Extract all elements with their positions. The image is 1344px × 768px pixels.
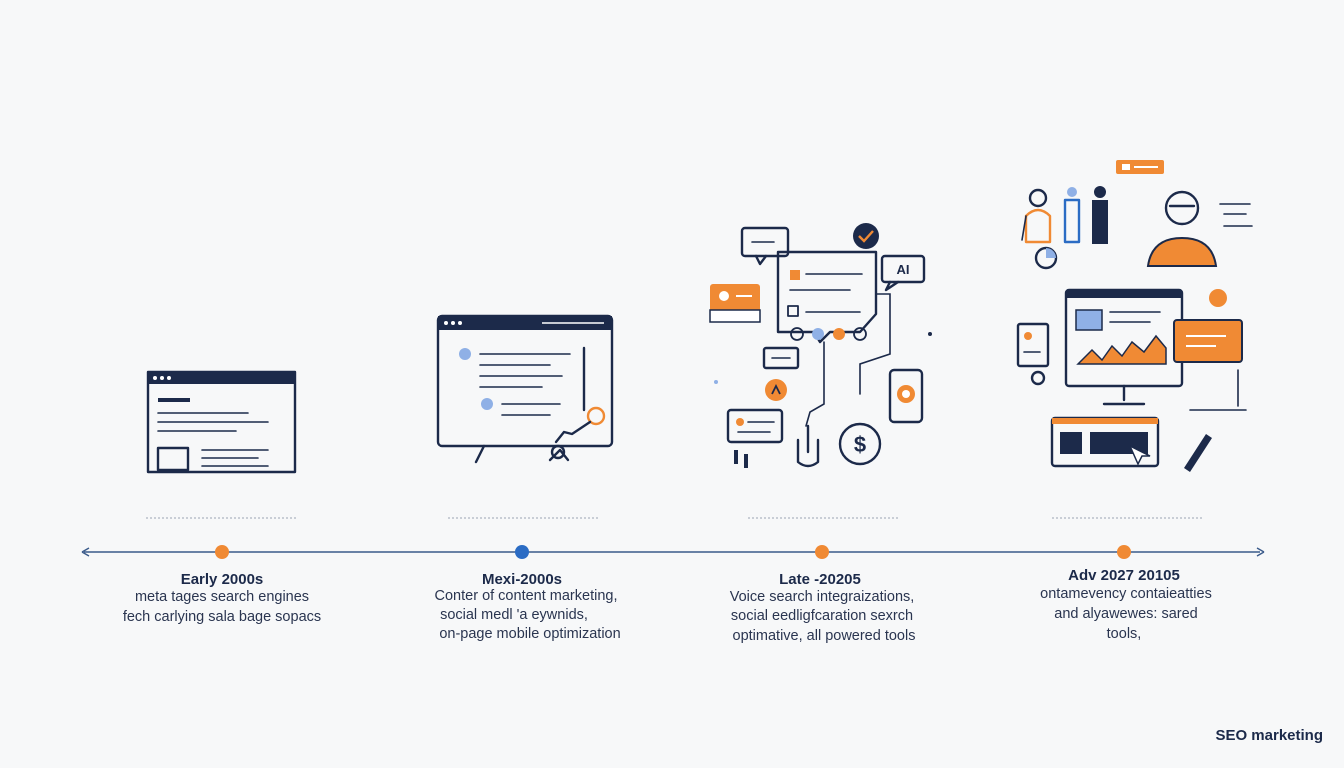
brand-label: SEO marketing xyxy=(1215,727,1323,744)
era-3-line-1: Voice search integraizations, xyxy=(729,589,915,605)
era-4-line-1: ontamevency contaieatties xyxy=(1040,586,1212,602)
era-3-line-3: optimative, all powered tools xyxy=(732,628,916,644)
timeline-node-3 xyxy=(815,545,829,559)
era-2-line-1: Conter of content marketing, xyxy=(434,588,618,604)
timeline-node-1 xyxy=(215,545,229,559)
browser-window-icon xyxy=(146,370,297,474)
era-1-line-1: meta tages search engines xyxy=(134,589,310,605)
era-4-separator xyxy=(1052,517,1202,519)
svg-text:$: $ xyxy=(854,432,866,457)
ai-label: AI xyxy=(897,262,910,277)
timeline-node-2 xyxy=(515,545,529,559)
era-3-title: Late -20205 xyxy=(779,571,861,588)
era-1-separator xyxy=(146,517,296,519)
social-voice-network-icon: AI $ xyxy=(709,223,932,468)
ai-analytics-team-icon xyxy=(1016,160,1253,472)
timeline-axis xyxy=(81,547,1265,557)
era-4-line-2: and alyawewes: sared xyxy=(1054,606,1198,622)
era-4-title: Adv 2027 20105 xyxy=(1068,567,1180,584)
era-2-separator xyxy=(448,517,598,519)
era-3-line-2: social eedligfcaration sexrch xyxy=(730,608,914,624)
content-dashboard-icon xyxy=(436,314,614,464)
era-2-line-3: on-page mobile optimization xyxy=(439,626,621,642)
era-2-line-2: social medl 'a eywnids, xyxy=(440,607,588,623)
era-3-separator xyxy=(748,517,898,519)
era-1-line-2: fech carlying sala bage sopacs xyxy=(122,609,322,625)
era-2-title: Mexi-2000s xyxy=(481,571,563,588)
era-1-title: Early 2000s xyxy=(180,571,264,588)
era-4-line-3: tools, xyxy=(1106,626,1142,642)
timeline-node-4 xyxy=(1117,545,1131,559)
